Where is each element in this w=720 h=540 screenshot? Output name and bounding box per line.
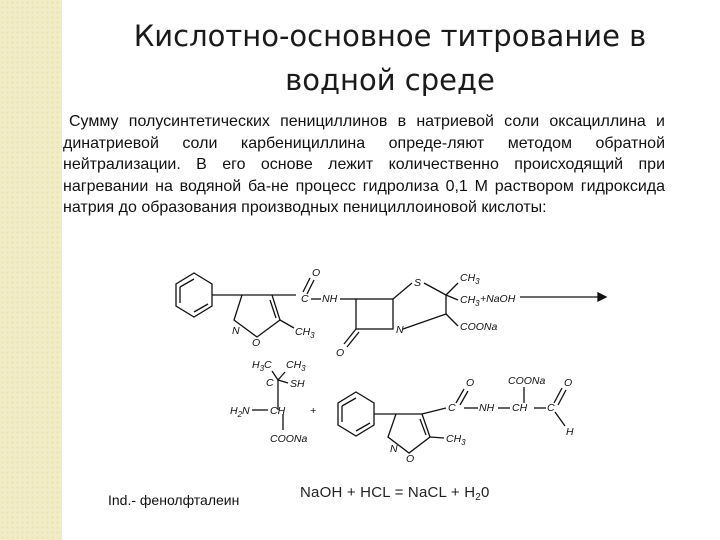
- slide-title: Кислотно-основное титрование в водной ср…: [133, 19, 647, 97]
- atom-c3: C: [448, 402, 456, 414]
- atom-ch1: CH: [270, 405, 286, 417]
- atom-n3: N: [390, 443, 398, 455]
- atom-c4: C: [547, 402, 555, 414]
- reagent-naoh: +NaOH: [480, 293, 516, 305]
- atom-ch3c: CH3: [295, 326, 315, 340]
- plus-sign: +: [310, 405, 316, 417]
- atom-o6: O: [564, 377, 572, 389]
- atom-o4: O: [406, 453, 414, 462]
- atom-n1: N: [232, 325, 240, 337]
- atom-n2: N: [396, 324, 404, 336]
- atom-ch3e: CH3: [446, 433, 466, 447]
- neutralization-equation: NaOH + HCL = NaCL + H20: [300, 484, 490, 503]
- atom-h1: H: [566, 426, 574, 438]
- atom-o3: O: [336, 347, 344, 359]
- atom-c1: C: [301, 293, 309, 305]
- atom-ch3b: CH3: [460, 294, 480, 308]
- atom-s1: S: [414, 277, 421, 289]
- indicator-note: Ind.- фенолфталеин: [108, 492, 240, 508]
- atom-ch2: CH: [512, 402, 528, 414]
- atom-o5: O: [466, 377, 474, 389]
- atom-nh2: NH: [479, 402, 495, 414]
- atom-coona2: COONa: [270, 433, 308, 445]
- side-band-texture: [0, 0, 62, 540]
- atom-h2n: H2N: [230, 405, 250, 419]
- atom-o1: O: [312, 267, 320, 279]
- atom-coona3: COONa: [508, 375, 546, 387]
- atom-ch3a: CH3: [460, 272, 480, 286]
- atom-o2: O: [252, 337, 260, 349]
- atom-ch3d: CH3: [286, 359, 306, 373]
- atom-c2: C: [266, 377, 274, 389]
- atom-sh: SH: [290, 378, 305, 390]
- slide-body-text: Сумму полусинтетических пенициллинов в н…: [63, 113, 665, 216]
- atom-h3c: H3C: [252, 359, 272, 373]
- atom-nh1: NH: [322, 293, 338, 305]
- scheme-bonds: [175, 272, 608, 454]
- atom-coona1: COONa: [460, 321, 498, 333]
- reaction-scheme: O C NH S CH3 CH3 +NaOH N CH3 N O COONa O…: [175, 267, 608, 462]
